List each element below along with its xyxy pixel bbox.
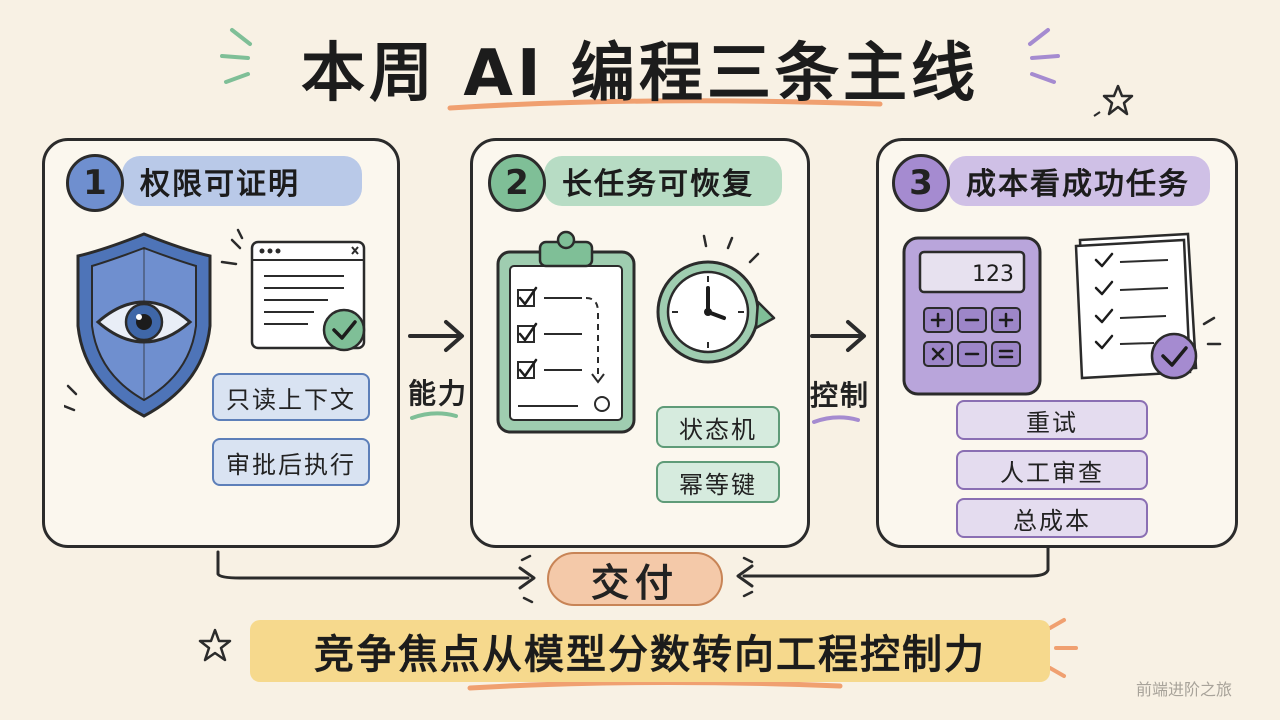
clock-refresh-icon xyxy=(656,234,776,364)
title-accent-left-icon xyxy=(220,28,252,84)
clipboard-checklist-icon xyxy=(496,230,636,434)
title-accent-right-icon xyxy=(1028,28,1060,84)
connector-label-control: 控制 xyxy=(810,379,871,412)
step-number-3: 3 xyxy=(892,154,950,212)
flow-line-right xyxy=(742,546,1050,578)
banner-accent-icon xyxy=(1048,618,1078,678)
tag-execute-after-approval: 审批后执行 xyxy=(212,438,370,486)
deliver-label: 交付 xyxy=(547,552,723,606)
title-underline xyxy=(447,98,883,111)
step-number-1: 1 xyxy=(66,154,124,212)
star-icon xyxy=(198,628,232,662)
panel-header-permissions: 权限可证明 xyxy=(122,156,362,206)
shield-eye-icon xyxy=(64,232,222,420)
checklist-document-icon xyxy=(1074,232,1222,380)
tag-idempotency-key: 幂等键 xyxy=(656,461,780,503)
tag-total-cost: 总成本 xyxy=(956,498,1148,538)
tag-state-machine: 状态机 xyxy=(656,406,780,448)
arrow-left-icon xyxy=(736,564,754,588)
calculator-display: 123 xyxy=(972,262,1014,287)
browser-window-check-icon xyxy=(220,228,366,352)
step-number-2: 2 xyxy=(488,154,546,212)
panel-header-cost: 成本看成功任务 xyxy=(948,156,1210,206)
panel-header-recovery: 长任务可恢复 xyxy=(544,156,782,206)
tag-retry: 重试 xyxy=(956,400,1148,440)
arrow-right-icon xyxy=(518,566,536,590)
tag-readonly-context: 只读上下文 xyxy=(212,373,370,421)
arrow-right-icon xyxy=(408,320,464,352)
arrow-right-icon xyxy=(810,320,866,352)
page-title: 本周 AI 编程三条主线 xyxy=(301,37,979,111)
calculator-icon: 123 xyxy=(902,236,1042,396)
summary-banner: 竞争焦点从模型分数转向工程控制力 xyxy=(250,620,1050,682)
tag-human-review: 人工审查 xyxy=(956,450,1148,490)
watermark: 前端进阶之旅 xyxy=(1136,680,1233,699)
banner-underline xyxy=(467,679,843,691)
flow-line-left xyxy=(216,550,530,580)
connector-label-capability: 能力 xyxy=(408,377,469,410)
star-icon xyxy=(1093,84,1134,117)
